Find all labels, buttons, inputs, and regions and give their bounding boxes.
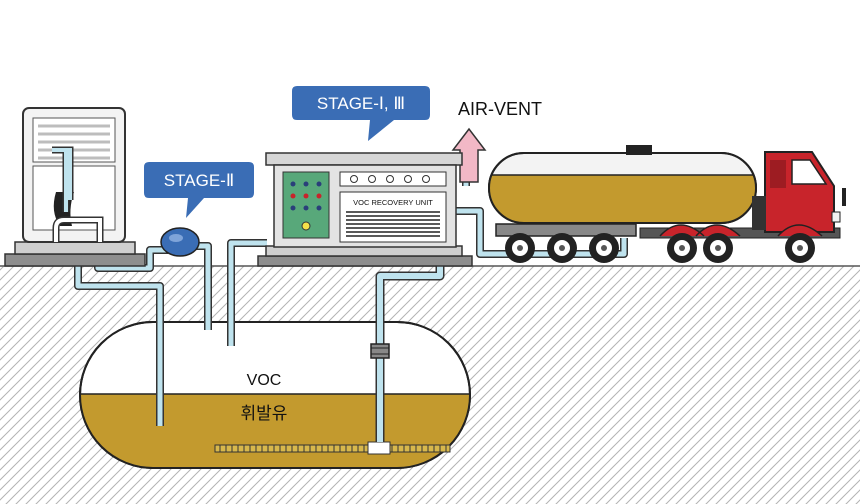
callout-stage-2 xyxy=(144,162,254,218)
air-vent-arrow-icon xyxy=(451,127,487,183)
tank-voc-label: VOC xyxy=(247,372,282,389)
pipe-coupling xyxy=(370,343,390,359)
tank-bottom-diffuser xyxy=(214,441,451,455)
tanker-truck xyxy=(488,145,846,263)
callout-stage-2-text: STAGE-Ⅱ xyxy=(164,171,234,190)
callout-stage-1-3-text: STAGE-Ⅰ, Ⅲ xyxy=(317,94,405,113)
voc-recovery-unit xyxy=(257,152,473,267)
unit-name-label: VOC RECOVERY UNIT xyxy=(353,198,433,207)
tank-fuel-label: 휘발유 xyxy=(241,404,288,423)
control-panel xyxy=(282,171,330,239)
truck-wheels xyxy=(505,233,815,263)
underground-tank xyxy=(79,321,471,469)
truck-cab xyxy=(659,151,846,237)
fuel-dispenser xyxy=(4,107,146,267)
vapor-pump-icon xyxy=(160,227,200,257)
indicator-lights xyxy=(339,171,447,187)
air-vent-label: AIR-VENT xyxy=(458,99,542,119)
callout-stage-1-3 xyxy=(292,86,430,141)
